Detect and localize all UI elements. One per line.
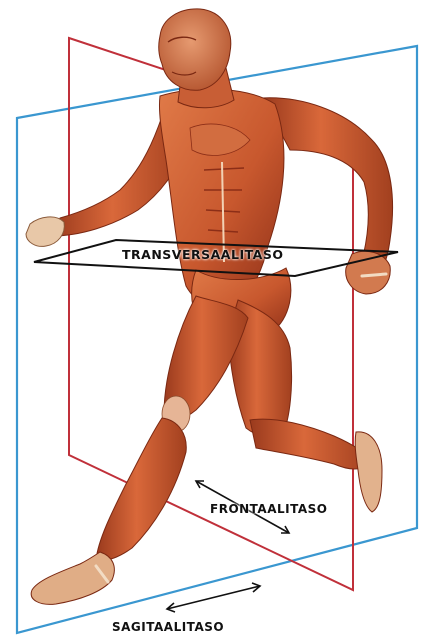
sagittal-plane-label: SAGITAALITASO	[112, 620, 224, 634]
frontal-plane-label: FRONTAALITASO	[210, 502, 328, 516]
transverse-plane-label: TRANSVERSAALITASO	[122, 247, 283, 262]
arrow-icon	[167, 583, 260, 612]
